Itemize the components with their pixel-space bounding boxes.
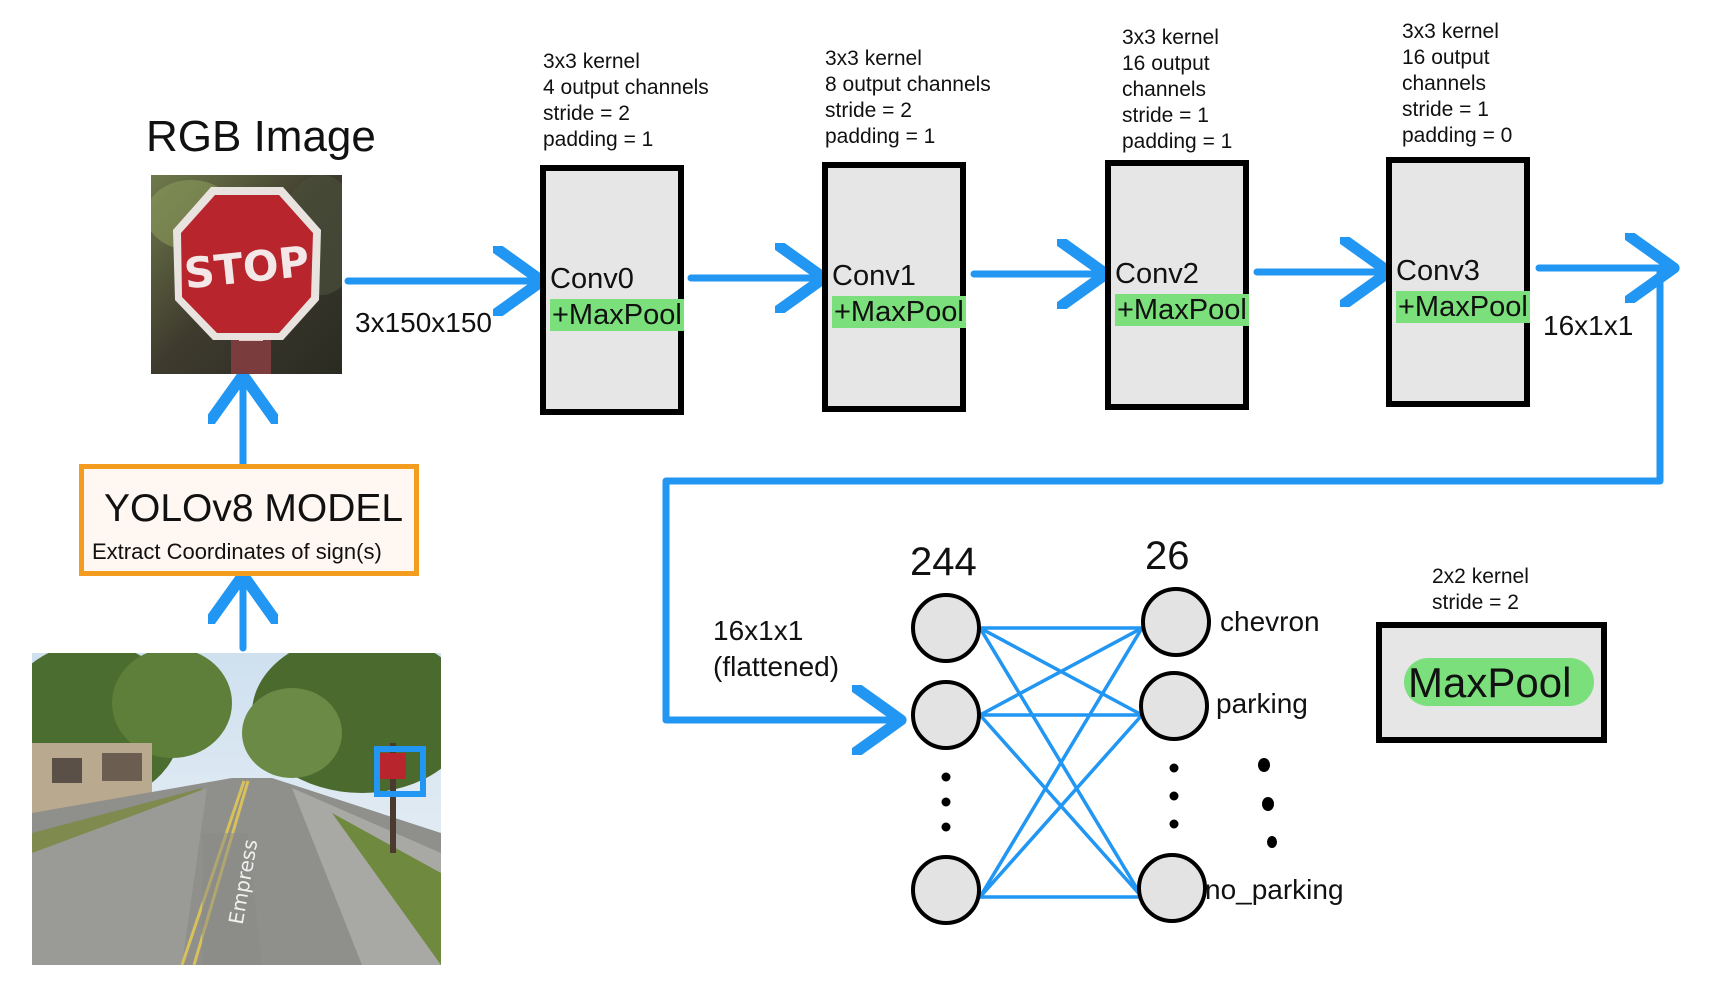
maxpool-legend-params: 2x2 kernel stride = 2 (1432, 565, 1529, 614)
conv0-label: Conv0 (550, 263, 634, 295)
yolo-detector-box: YOLOv8 MODEL Extract Coordinates of sign… (79, 464, 419, 576)
conv0-maxpool-label: +MaxPool (550, 299, 684, 331)
class-label: chevron (1220, 606, 1320, 637)
fc-output-count: 26 (1145, 534, 1190, 578)
class-label: no_parking (1205, 874, 1344, 905)
fc-input-node (911, 855, 981, 925)
conv2-layer-block: Conv2 +MaxPool (1105, 160, 1249, 410)
maxpool-highlight (1404, 658, 1594, 706)
maxpool-legend-box: MaxPool (1376, 622, 1607, 743)
conv0-params: 3x3 kernel 4 output channels stride = 2 … (543, 50, 709, 151)
conv-output-dims-label: 16x1x1 (1543, 310, 1634, 341)
street-scene-photo: Empress (32, 653, 441, 965)
fc-output-node (1141, 587, 1211, 657)
conv1-maxpool-label: +MaxPool (832, 296, 966, 328)
ellipsis-dots (941, 758, 1277, 848)
class-label: parking (1216, 688, 1308, 719)
fc-connections (978, 626, 1144, 899)
conv0-layer-block: Conv0 +MaxPool (540, 165, 684, 415)
conv1-label: Conv1 (832, 260, 916, 292)
flattened-dims-label: 16x1x1 (flattened) (713, 615, 840, 682)
input-dims-label: 3x150x150 (355, 307, 493, 338)
stop-sign-crop-image: STOP (151, 175, 342, 374)
conv3-label: Conv3 (1396, 255, 1480, 287)
fc-input-node (911, 593, 981, 663)
conv3-layer-block: Conv3 +MaxPool (1386, 157, 1530, 407)
conv3-params: 3x3 kernel 16 output channels stride = 1… (1402, 20, 1513, 147)
yolo-title: YOLOv8 MODEL (104, 487, 404, 530)
conv2-maxpool-label: +MaxPool (1115, 294, 1249, 326)
detection-bounding-box (374, 746, 426, 797)
fc-input-node (911, 680, 981, 750)
conv2-params: 3x3 kernel 16 output channels stride = 1… (1122, 26, 1233, 153)
rgb-image-title: RGB Image (146, 112, 376, 161)
arrow-return-to-fc (662, 266, 1664, 720)
fc-input-count: 244 (910, 540, 977, 584)
conv2-label: Conv2 (1115, 258, 1199, 290)
conv1-layer-block: Conv1 +MaxPool (822, 162, 966, 412)
conv3-maxpool-label: +MaxPool (1396, 291, 1530, 323)
conv1-params: 3x3 kernel 8 output channels stride = 2 … (825, 47, 991, 148)
fc-output-node (1137, 853, 1207, 923)
yolo-subtitle: Extract Coordinates of sign(s) (92, 539, 382, 564)
fc-output-node (1139, 671, 1209, 741)
maxpool-legend-label: MaxPool (1408, 659, 1572, 706)
